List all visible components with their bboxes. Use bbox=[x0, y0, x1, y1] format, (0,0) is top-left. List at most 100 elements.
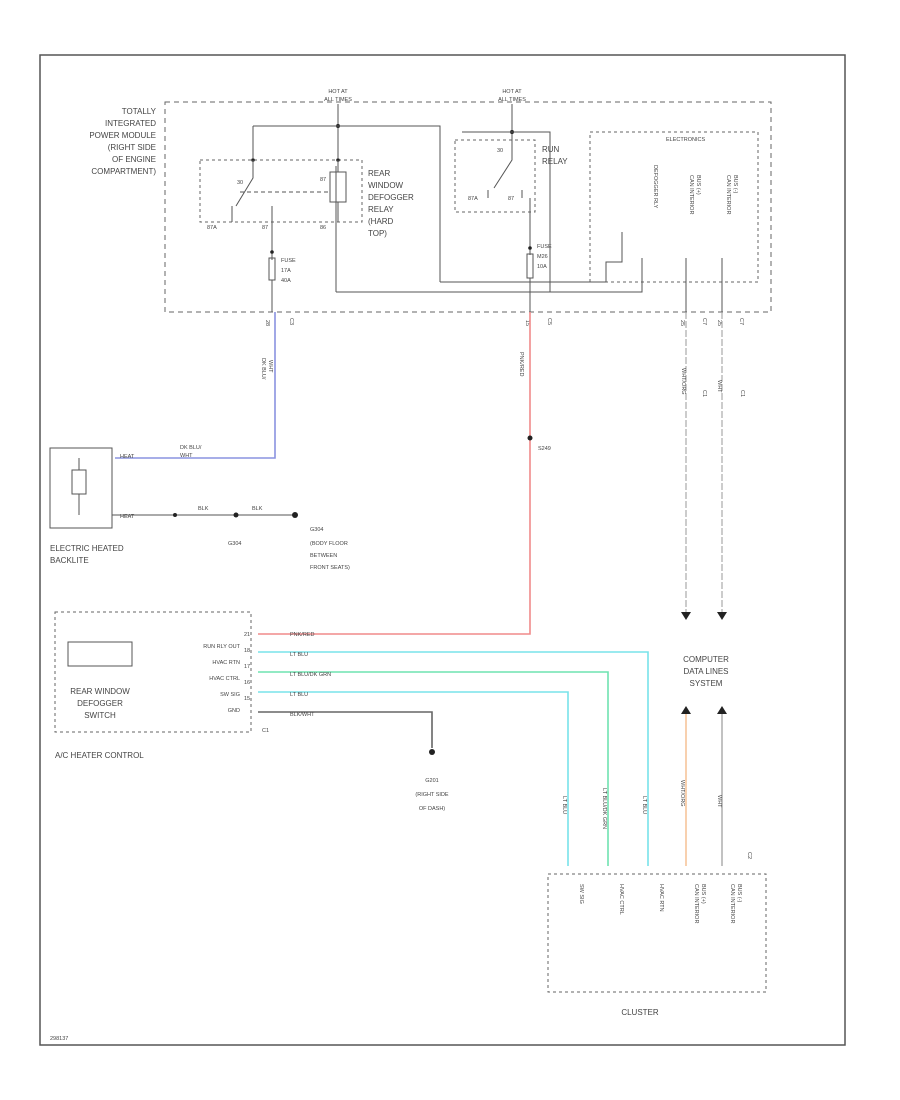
svg-text:HEAT: HEAT bbox=[120, 454, 135, 460]
tipm-box bbox=[164, 101, 772, 313]
electronics-box bbox=[589, 131, 759, 283]
svg-text:DEFOGGER RLY: DEFOGGER RLY bbox=[652, 165, 658, 209]
svg-text:CAN INTERIOR: CAN INTERIOR bbox=[725, 175, 731, 214]
ac-heater-control-label: A/C HEATER CONTROL bbox=[55, 751, 144, 760]
fuse-1-amp: 40A bbox=[281, 278, 291, 284]
svg-text:87: 87 bbox=[320, 177, 326, 183]
wire-pnk-red bbox=[258, 312, 531, 635]
svg-text:15: 15 bbox=[524, 320, 530, 326]
svg-text:C1: C1 bbox=[701, 390, 707, 397]
fuse-1-num: 17A bbox=[281, 268, 291, 274]
svg-text:WHT: WHT bbox=[180, 453, 193, 459]
svg-text:C2: C2 bbox=[746, 852, 752, 859]
svg-text:SW SIG: SW SIG bbox=[578, 884, 584, 904]
svg-text:21: 21 bbox=[244, 632, 250, 638]
svg-text:BUS (-): BUS (-) bbox=[736, 884, 742, 903]
run-relay-box bbox=[454, 139, 536, 213]
svg-text:WHT: WHT bbox=[716, 380, 722, 393]
svg-text:C7: C7 bbox=[738, 318, 744, 325]
fuse-2-num: M26 bbox=[537, 254, 548, 260]
fuse-2-label: FUSE bbox=[537, 244, 552, 250]
svg-text:HEAT: HEAT bbox=[120, 514, 135, 520]
svg-text:87A: 87A bbox=[207, 225, 217, 231]
svg-text:CAN INTERIOR: CAN INTERIOR bbox=[729, 884, 735, 923]
wire-gnd bbox=[258, 711, 433, 748]
svg-text:LT BLU: LT BLU bbox=[290, 652, 308, 658]
svg-text:C1: C1 bbox=[262, 728, 269, 734]
svg-text:LT BLU/DK GRN: LT BLU/DK GRN bbox=[290, 672, 331, 678]
cluster-box bbox=[547, 873, 767, 993]
svg-text:WHT/ORG: WHT/ORG bbox=[679, 780, 685, 807]
fuse-2-amp: 10A bbox=[537, 264, 547, 270]
svg-text:86: 86 bbox=[320, 225, 326, 231]
svg-text:C3: C3 bbox=[288, 318, 294, 325]
svg-text:DK BLU/: DK BLU/ bbox=[180, 445, 202, 451]
svg-text:PNK/RED: PNK/RED bbox=[518, 352, 524, 376]
defogger-switch-rect bbox=[67, 641, 133, 667]
svg-text:C7: C7 bbox=[701, 318, 707, 325]
wire-label-dk-blu-wht: DK BLU/ bbox=[260, 358, 266, 380]
svg-text:25: 25 bbox=[716, 320, 722, 326]
ground-g201 bbox=[429, 749, 435, 755]
wire-hvac-ctrl bbox=[258, 671, 609, 866]
defogger-relay-box bbox=[199, 159, 363, 223]
svg-text:16: 16 bbox=[244, 680, 250, 686]
svg-text:PNK/RED: PNK/RED bbox=[290, 632, 314, 638]
svg-text:25: 25 bbox=[679, 320, 685, 326]
tipm-connectors: C3 C5 C7 C7 28 15 25 25 bbox=[264, 318, 744, 326]
svg-text:BUS (-): BUS (-) bbox=[732, 175, 738, 194]
svg-text:87: 87 bbox=[508, 196, 514, 202]
svg-text:WHT: WHT bbox=[716, 795, 722, 808]
backlite-conn: G304 bbox=[228, 541, 241, 547]
wire-hvac-rtn bbox=[258, 651, 649, 866]
splice-label: S249 bbox=[538, 446, 551, 452]
wire-dk-blu-wht bbox=[115, 312, 276, 459]
svg-text:87A: 87A bbox=[468, 196, 478, 202]
electronics-label: ELECTRONICS bbox=[666, 137, 705, 143]
svg-text:18: 18 bbox=[244, 648, 250, 654]
svg-text:30: 30 bbox=[237, 180, 243, 186]
footer-id: 298137 bbox=[50, 1036, 68, 1042]
svg-text:CAN INTERIOR: CAN INTERIOR bbox=[693, 884, 699, 923]
svg-text:C1: C1 bbox=[739, 390, 745, 397]
svg-text:LT BLU: LT BLU bbox=[561, 796, 567, 814]
ac-heater-control-box bbox=[54, 611, 252, 733]
svg-text:LT BLU/DK GRN: LT BLU/DK GRN bbox=[601, 788, 607, 829]
svg-text:BLK: BLK bbox=[198, 506, 209, 512]
splice-s249 bbox=[527, 435, 533, 441]
svg-text:LT BLU: LT BLU bbox=[290, 692, 308, 698]
fuse-1 bbox=[268, 257, 276, 281]
svg-text:15: 15 bbox=[244, 696, 250, 702]
svg-text:17: 17 bbox=[244, 664, 250, 670]
svg-text:28: 28 bbox=[264, 320, 270, 326]
svg-text:CAN INTERIOR: CAN INTERIOR bbox=[688, 175, 694, 214]
svg-text:HVAC RTN: HVAC RTN bbox=[658, 884, 664, 912]
backlite-box bbox=[49, 447, 113, 529]
svg-text:BLK/WHT: BLK/WHT bbox=[290, 712, 315, 718]
svg-text:WHT: WHT bbox=[267, 360, 273, 373]
fuse-2 bbox=[526, 253, 534, 279]
cluster-label: CLUSTER bbox=[621, 1008, 659, 1017]
svg-text:LT BLU: LT BLU bbox=[641, 796, 647, 814]
svg-text:BLK: BLK bbox=[252, 506, 263, 512]
svg-text:BUS (+): BUS (+) bbox=[695, 175, 701, 195]
svg-text:BUS (+): BUS (+) bbox=[700, 884, 706, 904]
svg-text:87: 87 bbox=[262, 225, 268, 231]
svg-text:HVAC CTRL: HVAC CTRL bbox=[618, 884, 624, 915]
svg-text:C5: C5 bbox=[546, 318, 552, 325]
wire-sw-sig bbox=[258, 691, 569, 866]
svg-text:30: 30 bbox=[497, 148, 503, 154]
diagram-frame bbox=[39, 54, 846, 1046]
